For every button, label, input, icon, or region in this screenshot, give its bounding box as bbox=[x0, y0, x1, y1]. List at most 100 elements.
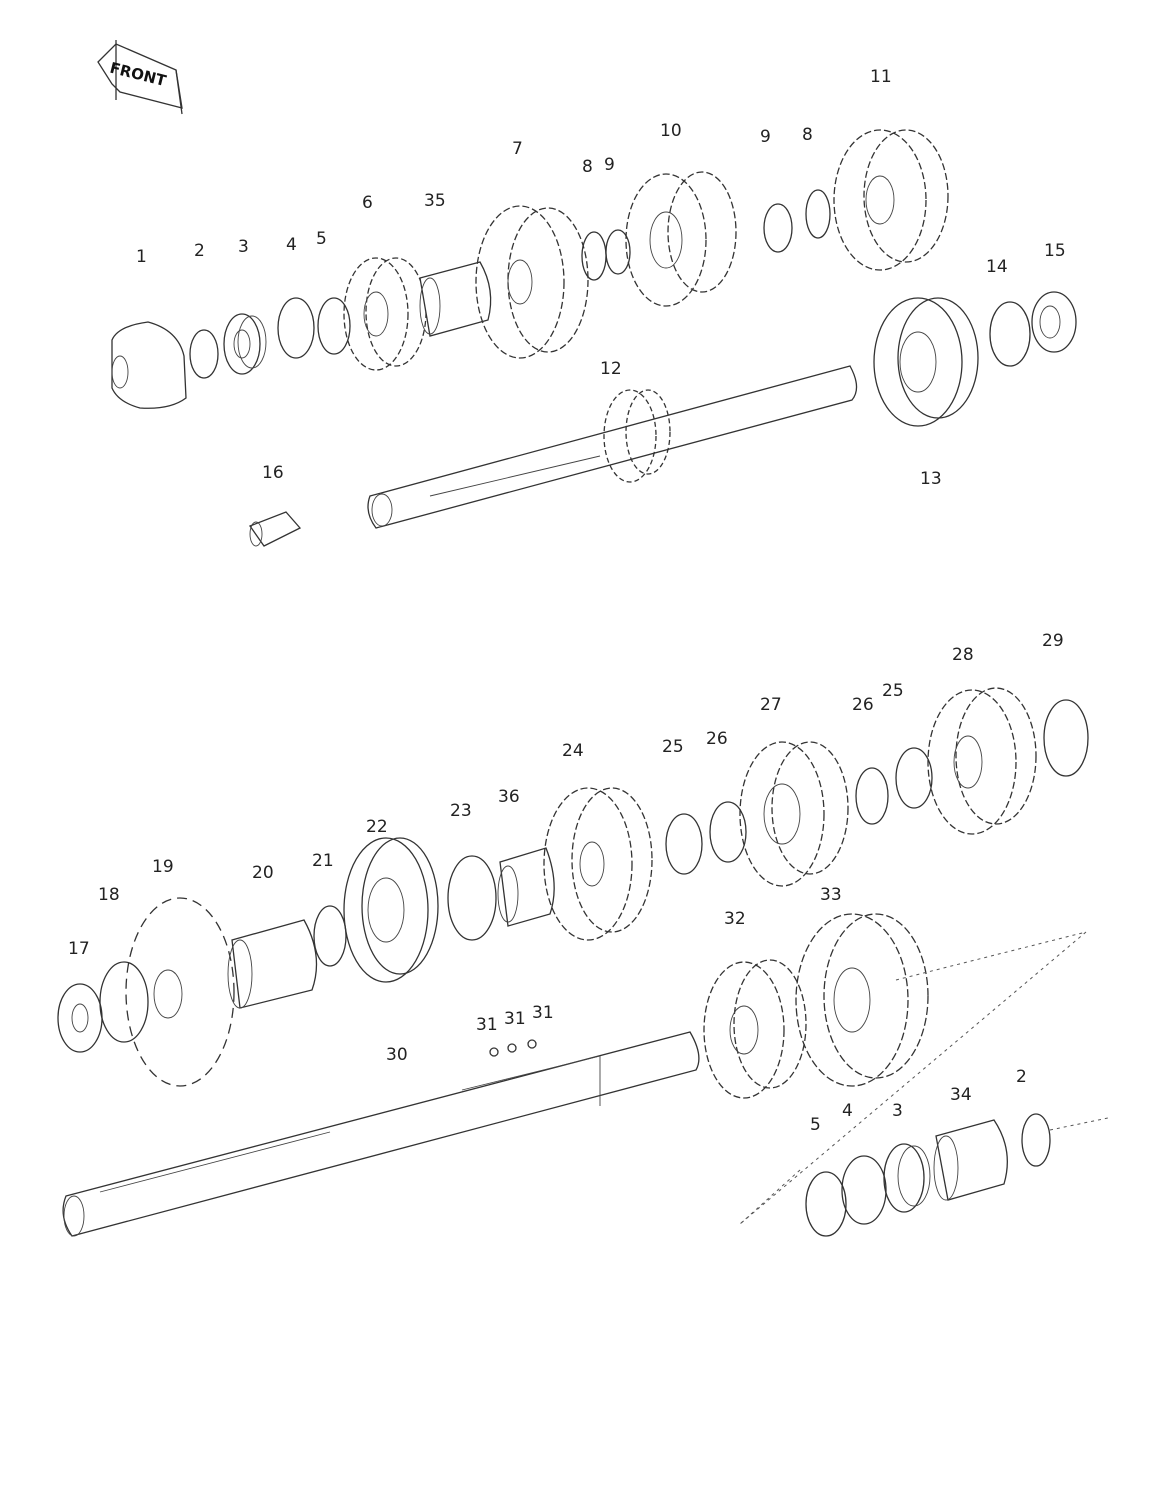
callout-label: 1 bbox=[136, 247, 147, 267]
callout-label: 28 bbox=[952, 645, 974, 665]
part-ball-31a bbox=[489, 1047, 499, 1057]
part-bearing-22 bbox=[343, 837, 439, 983]
part-shaft-12 bbox=[367, 365, 858, 529]
assembly-line bbox=[1049, 1117, 1109, 1131]
callout-label: 35 bbox=[424, 191, 446, 211]
part-gear-24 bbox=[543, 787, 653, 941]
part-ring-25a bbox=[665, 813, 703, 875]
callout-label: 8 bbox=[582, 157, 593, 177]
callout-label: 7 bbox=[512, 139, 523, 159]
part-circlip-26b bbox=[855, 767, 889, 825]
part-ring-2b bbox=[1021, 1113, 1051, 1167]
part-washer-8 bbox=[805, 189, 831, 239]
callout-labels: 1 2 3 4 5 6 35 7 8 9 10 9 8 11 12 13 14 … bbox=[68, 67, 1066, 1135]
part-cap-34 bbox=[933, 1119, 1008, 1201]
callout-label: 3 bbox=[892, 1101, 903, 1121]
part-sprocket-19 bbox=[125, 897, 235, 1087]
callout-label: 32 bbox=[724, 909, 746, 929]
callout-label: 6 bbox=[362, 193, 373, 213]
part-bearing-3 bbox=[223, 313, 267, 375]
part-spacer-20 bbox=[227, 919, 318, 1009]
part-bearing-13 bbox=[873, 297, 979, 427]
callout-label: 26 bbox=[852, 695, 874, 715]
part-bushing-36 bbox=[497, 847, 555, 927]
callout-label: 2 bbox=[194, 241, 205, 261]
callout-label: 13 bbox=[920, 469, 942, 489]
part-seal-23 bbox=[447, 855, 497, 941]
part-circlip-26a bbox=[709, 801, 747, 863]
part-bearing-3b bbox=[883, 1143, 931, 1213]
callout-label: 15 bbox=[1044, 241, 1066, 261]
assembly-line bbox=[895, 931, 1087, 981]
callout-label: 10 bbox=[660, 121, 682, 141]
part-ring-9 bbox=[605, 229, 631, 275]
callout-label: 26 bbox=[706, 729, 728, 749]
part-gear-6 bbox=[343, 257, 427, 371]
callout-label: 8 bbox=[802, 125, 813, 145]
part-ball-31c bbox=[527, 1039, 537, 1049]
part-shaft-30 bbox=[62, 1031, 700, 1237]
part-gear-28 bbox=[927, 687, 1037, 835]
part-cap-1 bbox=[111, 321, 187, 409]
part-gear-33 bbox=[795, 913, 929, 1087]
callout-label: 11 bbox=[870, 67, 892, 87]
callout-label: 17 bbox=[68, 939, 90, 959]
callout-label: 27 bbox=[760, 695, 782, 715]
callout-label: 16 bbox=[262, 463, 284, 483]
callout-label: 9 bbox=[604, 155, 615, 175]
part-gear-32 bbox=[703, 959, 807, 1099]
part-ring-2 bbox=[189, 329, 219, 379]
callout-label: 14 bbox=[986, 257, 1008, 277]
part-ring-5b bbox=[805, 1171, 847, 1237]
part-gear-11 bbox=[833, 129, 949, 271]
callout-label: 3 bbox=[238, 237, 249, 257]
callout-label: 31 bbox=[504, 1009, 526, 1029]
callout-label: 9 bbox=[760, 127, 771, 147]
part-washer-14 bbox=[989, 301, 1031, 367]
part-bushing-35 bbox=[419, 261, 492, 337]
lower-assembly bbox=[57, 687, 1109, 1237]
callout-label: 31 bbox=[476, 1015, 498, 1035]
callout-label: 29 bbox=[1042, 631, 1064, 651]
assembly-line bbox=[739, 1169, 801, 1225]
part-ring-25b bbox=[895, 747, 933, 809]
callout-label: 19 bbox=[152, 857, 174, 877]
callout-label: 5 bbox=[316, 229, 327, 249]
callout-label: 4 bbox=[286, 235, 297, 255]
callout-label: 12 bbox=[600, 359, 622, 379]
part-oring-21 bbox=[313, 905, 347, 967]
callout-label: 18 bbox=[98, 885, 120, 905]
callout-label: 36 bbox=[498, 787, 520, 807]
part-plug-16 bbox=[248, 511, 302, 547]
part-washer-4 bbox=[277, 297, 315, 359]
part-ball-31b bbox=[507, 1043, 517, 1053]
callout-label: 24 bbox=[562, 741, 584, 761]
part-collar-15 bbox=[1031, 291, 1077, 353]
part-gear-27 bbox=[739, 741, 849, 887]
part-gear-7 bbox=[475, 205, 589, 359]
part-washer-4b bbox=[841, 1155, 887, 1225]
callout-label: 25 bbox=[882, 681, 904, 701]
assembly-line bbox=[739, 931, 1087, 1225]
callout-label: 20 bbox=[252, 863, 274, 883]
callout-label: 25 bbox=[662, 737, 684, 757]
callout-label: 30 bbox=[386, 1045, 408, 1065]
part-nut-17 bbox=[57, 983, 103, 1053]
part-washer-29 bbox=[1043, 699, 1089, 777]
callout-label: 31 bbox=[532, 1003, 554, 1023]
part-circlip-9 bbox=[763, 203, 793, 253]
callout-label: 21 bbox=[312, 851, 334, 871]
callout-label: 5 bbox=[810, 1115, 821, 1135]
callout-label: 2 bbox=[1016, 1067, 1027, 1087]
front-arrow-icon: FRONT bbox=[97, 40, 183, 115]
callout-label: 33 bbox=[820, 885, 842, 905]
part-lockwasher-18 bbox=[99, 961, 149, 1043]
part-gear-10 bbox=[625, 171, 737, 307]
part-ring-5 bbox=[317, 297, 351, 355]
callout-label: 23 bbox=[450, 801, 472, 821]
upper-assembly bbox=[111, 129, 1077, 547]
callout-label: 22 bbox=[366, 817, 388, 837]
callout-label: 4 bbox=[842, 1101, 853, 1121]
